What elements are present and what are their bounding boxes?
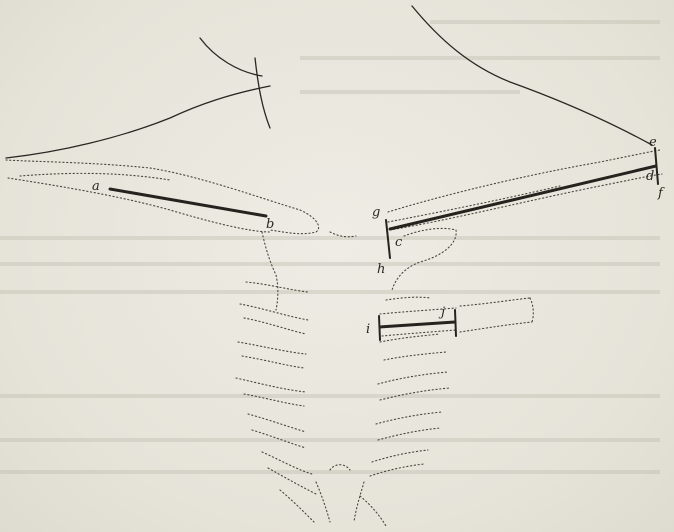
outline-strokes	[6, 6, 652, 158]
label-e: e	[649, 135, 657, 150]
label-f: f	[657, 186, 665, 201]
sternum-outline	[262, 228, 456, 310]
label-i: i	[366, 322, 370, 337]
left-rib-outlines	[236, 282, 316, 522]
right-shoulder-outline	[412, 6, 652, 145]
label-g: g	[372, 205, 380, 220]
left-vertical-stroke	[255, 58, 270, 128]
line-i-j	[380, 322, 455, 327]
label-a: a	[92, 179, 100, 194]
left-upper-stroke	[200, 38, 262, 76]
bleed-through-text	[0, 20, 660, 474]
tick-i	[379, 316, 380, 340]
left-shoulder-outline	[6, 86, 270, 158]
tick-j	[455, 310, 456, 336]
label-b: b	[266, 217, 274, 232]
label-j: j	[438, 305, 445, 320]
line-a-b	[110, 189, 266, 216]
label-c: c	[395, 235, 403, 250]
right-clavicle-outline	[388, 150, 662, 230]
label-d: d	[646, 169, 654, 184]
label-h: h	[377, 262, 385, 277]
line-c-d	[390, 166, 656, 229]
